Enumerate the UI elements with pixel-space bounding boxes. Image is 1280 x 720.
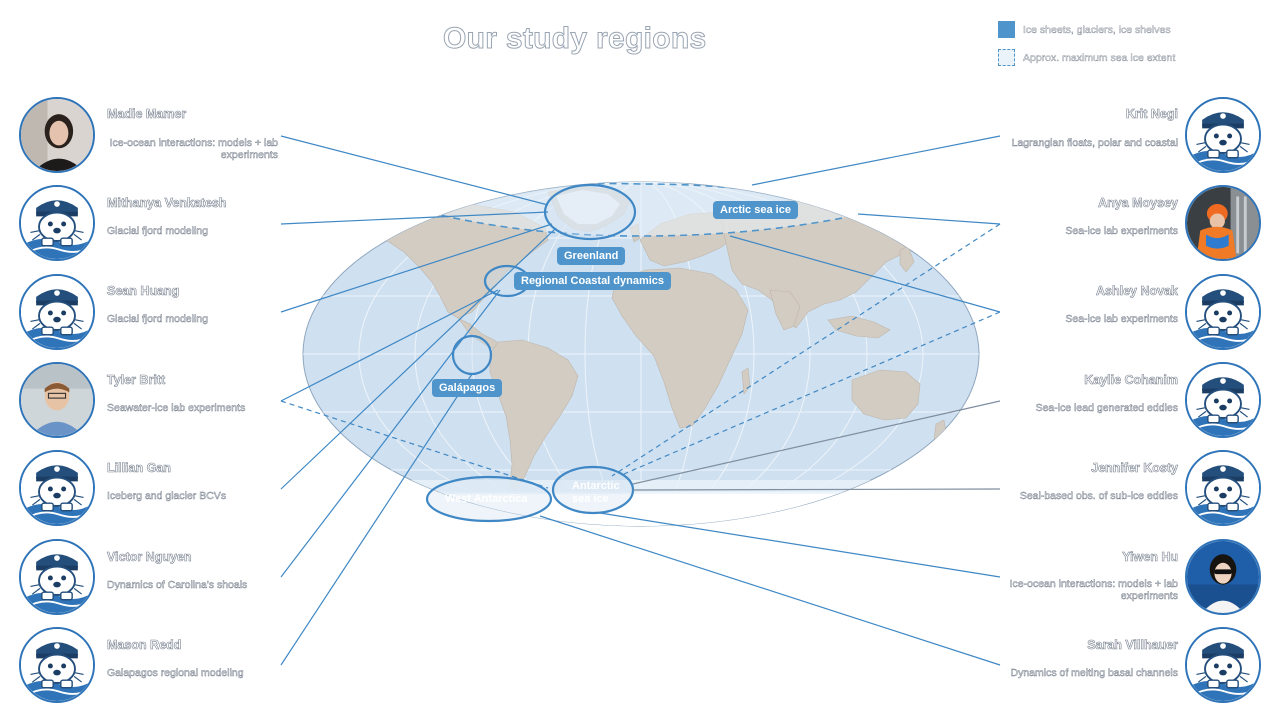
ice-swatch	[998, 21, 1015, 38]
person-topic: Seawater-ice lab experiments	[107, 402, 246, 414]
person-name: Anya Moysey	[1098, 196, 1179, 211]
avatar-seal-icon	[1185, 450, 1261, 526]
legend-ice-label: Ice sheets, glaciers, ice shelves	[1023, 24, 1171, 36]
person-name: Sarah Villhauer	[1087, 638, 1178, 653]
label-regional-coastal-dynamics[interactable]: Regional Coastal dynamics	[514, 272, 672, 290]
person-name: Victor Nguyen	[107, 550, 192, 565]
avatar-seal-icon	[1185, 627, 1261, 703]
seal-mascot-icon	[21, 187, 93, 259]
avatar-photo	[1185, 185, 1261, 261]
seal-mascot-icon	[1187, 99, 1259, 171]
avatar-seal-icon	[19, 450, 95, 526]
label-greenland[interactable]: Greenland	[557, 247, 626, 265]
seal-mascot-icon	[21, 276, 93, 348]
seal-mascot-icon	[1187, 276, 1259, 348]
person-name: Kaylie Cohanim	[1084, 373, 1178, 388]
greenland-region[interactable]	[543, 183, 637, 241]
seal-mascot-icon	[21, 541, 93, 613]
person-topic: Glacial fjord modeling	[107, 313, 208, 325]
page-title: Our study regions	[442, 22, 707, 56]
avatar-seal-icon	[19, 627, 95, 703]
seal-mascot-icon	[1187, 629, 1259, 701]
person-topic: Ice-ocean interactions: models + lab exp…	[1009, 578, 1178, 602]
person-name: Mithanya Venkatesh	[107, 196, 227, 211]
person-name: Mason Redd	[107, 638, 182, 653]
person-topic: Galapagos regional modeling	[107, 667, 244, 679]
seal-mascot-icon	[21, 452, 93, 524]
connector-lines	[280, 135, 1001, 666]
region-markers	[425, 183, 637, 523]
person-name: Yiwen Hu	[1122, 550, 1178, 565]
person-topic: Sea-ice lead generated eddies	[1035, 402, 1178, 414]
label-galapagos[interactable]: Galápagos	[432, 379, 503, 397]
person-topic: Sea-ice lab experiments	[1065, 313, 1178, 325]
person-topic: Dynamics of Carolina's shoals	[107, 579, 248, 591]
person-name: Sean Huang	[107, 284, 180, 299]
label-antarctic-line2: sea ice	[572, 493, 609, 505]
avatar-photo	[19, 97, 95, 173]
antarctic-sea-ice-extent	[303, 480, 979, 494]
label-west-antarctica[interactable]: West Antarctica	[445, 493, 528, 505]
avatar-photo	[19, 362, 95, 438]
seal-mascot-icon	[1187, 364, 1259, 436]
person-topic: Iceberg and glacier BCVs	[107, 490, 227, 502]
person-topic: Sea-ice lab experiments	[1065, 225, 1178, 237]
person-name: Krit Negi	[1125, 107, 1179, 122]
person-name: Madie Mamer	[107, 107, 187, 122]
person-name: Lillian Gan	[107, 461, 172, 476]
person-topic: Dynamics of melting basal channels	[1010, 667, 1178, 679]
avatar-seal-icon	[19, 539, 95, 615]
seal-mascot-icon	[1187, 452, 1259, 524]
label-antarctic-sea-ice[interactable]: Antarctic sea ice	[572, 480, 620, 506]
avatar-seal-icon	[1185, 274, 1261, 350]
label-arctic-sea-ice[interactable]: Arctic sea ice	[713, 201, 798, 219]
sea-ice-swatch	[998, 49, 1015, 66]
galapagos-region[interactable]	[451, 334, 493, 376]
person-name: Tyler Britt	[107, 373, 166, 388]
person-topic: Lagrangian floats, polar and coastal	[1011, 137, 1178, 149]
label-antarctic-line1: Antarctic	[572, 480, 620, 492]
avatar-seal-icon	[1185, 97, 1261, 173]
person-name: Jennifer Kosty	[1091, 461, 1178, 476]
seal-mascot-icon	[21, 629, 93, 701]
avatar-seal-icon	[19, 185, 95, 261]
avatar-seal-icon	[19, 274, 95, 350]
person-topic: Seal-based obs. of sub-ice eddies	[1019, 490, 1179, 502]
west-antarctica-region[interactable]	[425, 475, 553, 523]
person-topic: Glacial fjord modeling	[107, 225, 208, 237]
person-topic: Ice-ocean interactions: models + lab exp…	[109, 137, 278, 161]
avatar-seal-icon	[1185, 362, 1261, 438]
person-name: Ashley Novak	[1096, 284, 1179, 299]
legend-sea-ice-label: Approx. maximum sea ice extent	[1023, 52, 1176, 64]
avatar-photo	[1185, 539, 1261, 615]
